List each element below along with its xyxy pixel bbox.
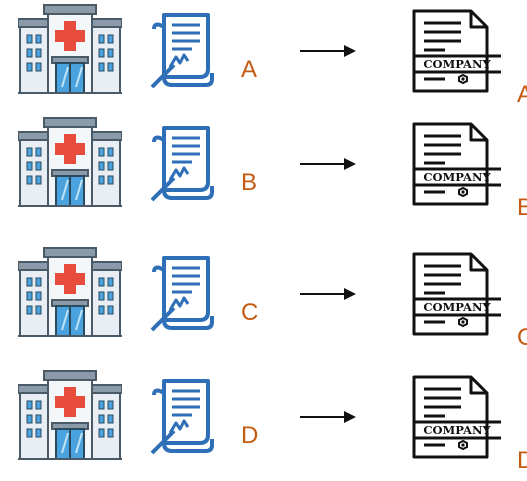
certificate-text: COMPANY — [423, 170, 491, 184]
company-certificate-icon: COMPANY — [411, 374, 503, 460]
row-label-right: D — [517, 447, 527, 474]
hospital-icon — [18, 246, 122, 338]
certificate-text: COMPANY — [423, 300, 491, 314]
arrow-right-icon — [300, 288, 356, 300]
row-label: D — [241, 422, 259, 449]
hospital-icon — [18, 3, 122, 95]
contract-document-icon — [150, 377, 222, 455]
contract-document-icon — [150, 254, 222, 332]
contract-document-icon — [150, 124, 222, 202]
certificate-text: COMPANY — [423, 57, 491, 71]
row-b: B COMPANY B — [0, 116, 527, 228]
row-label: C — [241, 299, 259, 326]
hospital-icon — [18, 116, 122, 208]
row-label: B — [241, 169, 258, 196]
arrow-right-icon — [300, 45, 356, 57]
row-label: A — [241, 56, 258, 83]
company-certificate-icon: COMPANY — [411, 8, 503, 94]
row-d: D COMPANY D — [0, 369, 527, 481]
row-c: C COMPANY C — [0, 246, 527, 358]
row-label-right: C — [517, 324, 527, 351]
contract-document-icon — [150, 11, 222, 89]
row-label-right: A — [517, 81, 527, 108]
arrow-right-icon — [300, 411, 356, 423]
company-certificate-icon: COMPANY — [411, 121, 503, 207]
row-label-right: B — [517, 194, 527, 221]
hospital-icon — [18, 369, 122, 461]
row-a: A COMPANY A — [0, 3, 527, 115]
company-certificate-icon: COMPANY — [411, 251, 503, 337]
arrow-right-icon — [300, 158, 356, 170]
certificate-text: COMPANY — [423, 423, 491, 437]
